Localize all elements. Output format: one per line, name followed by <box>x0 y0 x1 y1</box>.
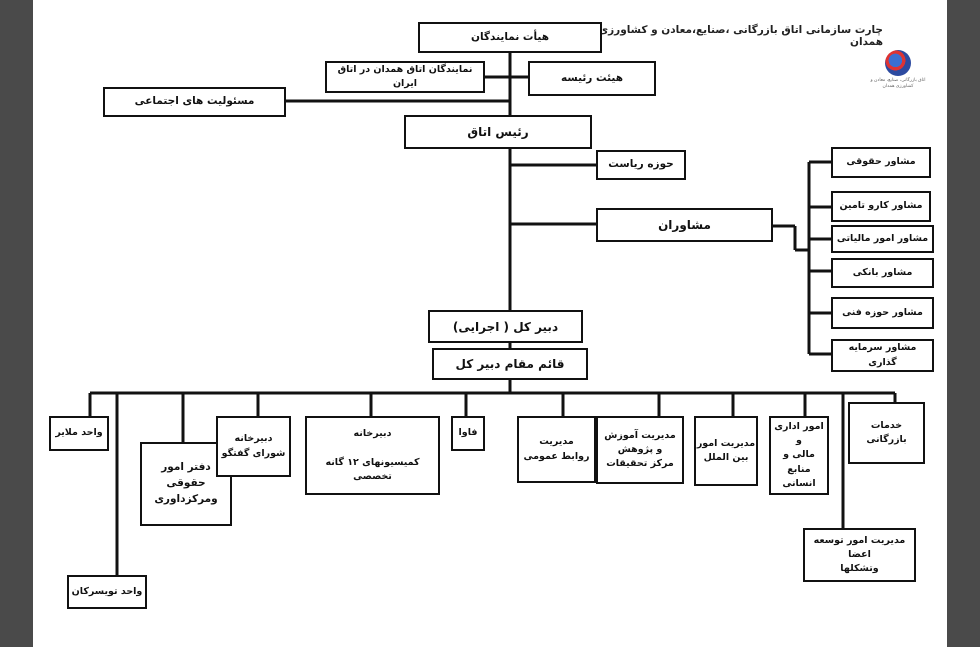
advisor-investment: مشاور سرمایه گذاری <box>831 339 934 372</box>
chamber-logo-icon <box>885 50 911 76</box>
advisor-banking: مشاور بانکی <box>831 258 934 288</box>
node-hayat-raeese: هیئت رئیسه <box>528 61 656 96</box>
dept-fava: فاوا <box>451 416 485 451</box>
chart-title: چارت سازمانی اتاق بازرگانی ،صنایع،معادن … <box>598 24 883 48</box>
node-namayandegan-iran: نمایندگان اتاق همدان در اتاق ایران <box>325 61 485 93</box>
node-masouliat-ejtemaei: مسئولیت های اجتماعی <box>103 87 286 117</box>
dept-public-relations: مدیریت روابط عمومی <box>517 416 596 483</box>
unit-members-development: مدیریت امور توسعه اعضا وتشکلها <box>803 528 916 582</box>
dept-commissions: دبیرخانه کمیسیونهای ۱۲ گانه تخصصی <box>305 416 440 495</box>
advisor-legal: مشاور حقوقی <box>831 147 931 178</box>
dept-dialog-council: دبیرخانه شورای گفتگو <box>216 416 291 477</box>
node-hoze-riasat: حوزه ریاست <box>596 150 686 180</box>
advisor-tax: مشاور امور مالیاتی <box>831 225 934 253</box>
advisor-technical: مشاور حوزه فنی <box>831 297 934 329</box>
node-dabir-kol: دبیر کل ( اجرایی) <box>428 310 583 343</box>
dept-vahed-malayer: واحد ملایر <box>49 416 109 451</box>
dept-commercial-services: خدمات بازرگانی <box>848 402 925 464</box>
dept-international: مدیریت امور بین الملل <box>694 416 758 486</box>
node-moshaveran: مشاوران <box>596 208 773 242</box>
node-ghaem-magham: قائم مقام دبیر کل <box>432 348 588 380</box>
unit-vahed-tuyserkan: واحد تویسرکان <box>67 575 147 609</box>
chamber-logo-text: اتاق بازرگانی، صنایع، معادن و کشاورزی هم… <box>870 78 926 89</box>
dept-education-research: مدیریت آموزش و پژوهش مرکز تحقیقات <box>596 416 684 484</box>
node-raees-otagh: رئیس اتاق <box>404 115 592 149</box>
advisor-labor: مشاور کارو تامین <box>831 191 931 222</box>
node-hayat-namayandegan: هیأت نمایندگان <box>418 22 602 53</box>
chamber-logo: اتاق بازرگانی، صنایع، معادن و کشاورزی هم… <box>868 50 928 90</box>
dept-admin-finance-hr: امور اداری و مالی و منابع انسانی <box>769 416 829 495</box>
document-page: چارت سازمانی اتاق بازرگانی ،صنایع،معادن … <box>33 0 947 647</box>
connector-lines <box>88 52 897 575</box>
